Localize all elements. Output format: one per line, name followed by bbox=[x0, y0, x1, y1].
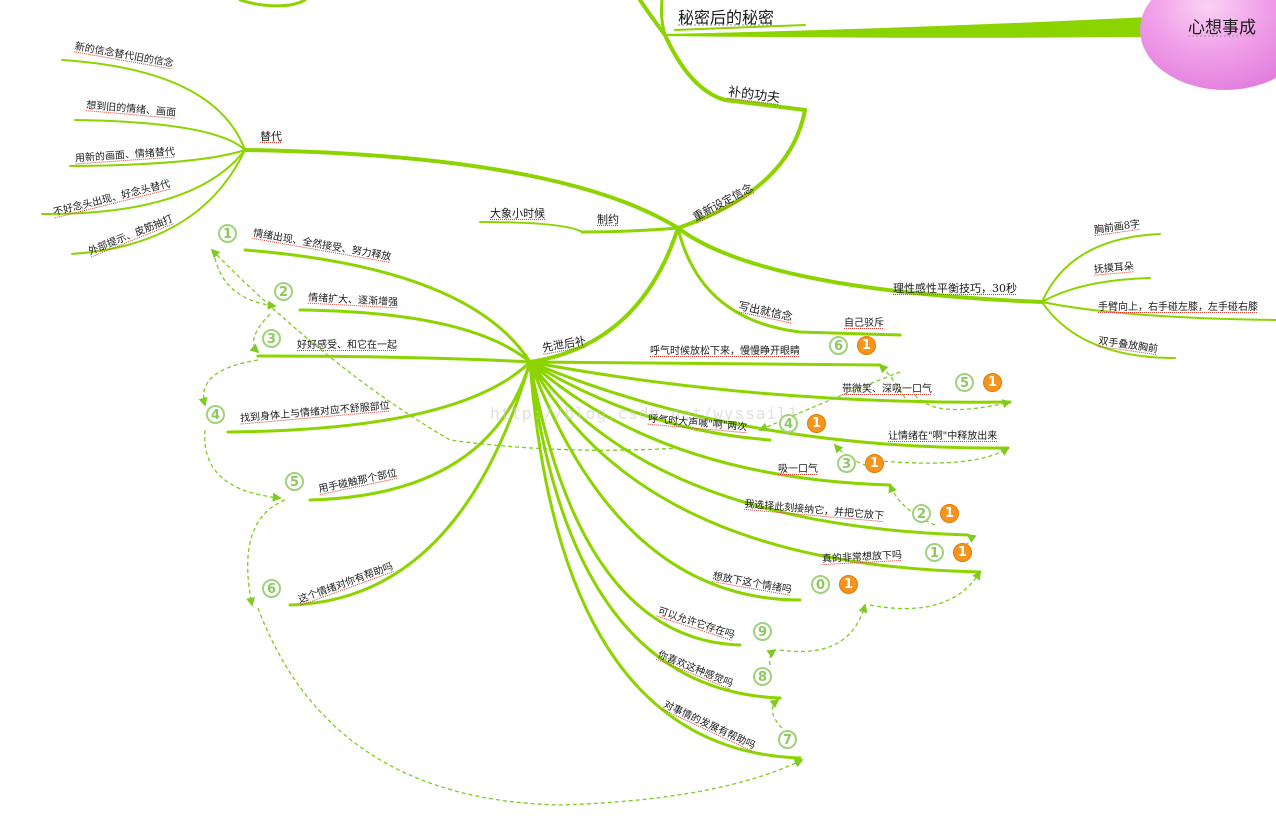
branch-zhiyue bbox=[580, 226, 680, 234]
rel-8-9 bbox=[766, 648, 777, 666]
left-step-5 bbox=[308, 360, 532, 502]
task-badge-r1: 1 bbox=[953, 543, 972, 562]
left-step-1 bbox=[243, 248, 532, 364]
branch-bu bbox=[663, 33, 807, 112]
watermark: http://blog.csdn.net/wyssail1 bbox=[490, 404, 799, 423]
priority-badge-r9: 9 bbox=[753, 622, 772, 641]
right-step-2 bbox=[528, 360, 1012, 404]
right-step-label-4[interactable]: 让情绪在"啊"中释放出来 bbox=[888, 431, 998, 442]
branch-label-zijixiachi[interactable]: 自己驳斥 bbox=[844, 318, 884, 329]
tidai-4 bbox=[41, 149, 246, 216]
lixing-item-3[interactable]: 手臂向上，右手碰左膝，左手碰右膝 bbox=[1098, 302, 1258, 313]
rel-4-5 bbox=[204, 429, 282, 502]
rel-7-8 bbox=[769, 698, 783, 729]
rel-5-6 bbox=[246, 499, 286, 607]
task-badge-r2: 1 bbox=[940, 504, 959, 523]
branch-chongxin bbox=[676, 108, 807, 230]
left-step-3 bbox=[256, 354, 532, 364]
rel-2-3r bbox=[888, 483, 936, 526]
rel-3-4 bbox=[198, 359, 259, 407]
rel-6-7 bbox=[257, 607, 804, 806]
lixing-4 bbox=[1041, 301, 1176, 359]
task-badge-r0: 1 bbox=[839, 575, 858, 594]
tidai-2 bbox=[74, 119, 246, 151]
priority-badge-1: 1 bbox=[218, 224, 237, 243]
priority-badge-r4: 4 bbox=[779, 414, 798, 433]
central-topic-label: 心想事成 bbox=[1188, 18, 1256, 38]
priority-badge-r1: 1 bbox=[925, 543, 944, 562]
left-step-label-3[interactable]: 好好感受、和它在一起 bbox=[297, 340, 397, 351]
priority-badge-r7: 7 bbox=[778, 730, 797, 749]
right-step-label-2[interactable]: 带微笑、深吸一口气 bbox=[842, 384, 932, 395]
rel-back bbox=[878, 363, 906, 399]
task-badge-r6: 1 bbox=[857, 336, 876, 355]
branch-label-tidai[interactable]: 替代 bbox=[260, 130, 282, 143]
right-step-6 bbox=[528, 360, 970, 537]
rel-back-long bbox=[210, 248, 681, 451]
lixing-1 bbox=[1041, 233, 1161, 303]
right-step-11 bbox=[528, 360, 802, 760]
priority-badge-r2: 2 bbox=[912, 504, 931, 523]
right-step-8 bbox=[528, 360, 802, 602]
priority-badge-3: 3 bbox=[262, 329, 281, 348]
priority-badge-r6: 6 bbox=[829, 336, 848, 355]
right-step-9 bbox=[528, 360, 742, 647]
rel-1-2 bbox=[214, 257, 277, 310]
branch-label-zhiyue[interactable]: 制约 bbox=[597, 213, 619, 226]
branch-daxiang bbox=[479, 221, 583, 233]
left-step-4 bbox=[226, 360, 532, 434]
rel-4-5r bbox=[869, 446, 1010, 464]
branch-xiechu bbox=[676, 226, 902, 337]
branch-xiexie bbox=[528, 226, 680, 364]
right-step-label-5[interactable]: 吸一口气 bbox=[778, 464, 818, 475]
tidai-5 bbox=[71, 149, 246, 255]
priority-badge-5: 5 bbox=[285, 472, 304, 491]
left-step-6 bbox=[288, 360, 532, 607]
branch-secret-2 bbox=[659, 0, 667, 37]
task-badge-r4: 1 bbox=[807, 414, 826, 433]
task-badge-r5: 1 bbox=[983, 373, 1002, 392]
priority-badge-r5: 5 bbox=[955, 373, 974, 392]
priority-badge-r8: 8 bbox=[753, 667, 772, 686]
branch-secret bbox=[638, 0, 667, 37]
rel-5-6r bbox=[914, 394, 1012, 411]
task-badge-r3: 1 bbox=[865, 454, 884, 473]
branch-top-fragment bbox=[238, 0, 307, 8]
tidai-1 bbox=[61, 59, 246, 151]
lixing-2 bbox=[1041, 277, 1151, 303]
branch-label-secret[interactable]: 秘密后的秘密 bbox=[678, 8, 775, 27]
right-step-1 bbox=[528, 360, 882, 367]
priority-badge-4: 4 bbox=[206, 405, 225, 424]
lixing-3 bbox=[1041, 301, 1276, 321]
priority-badge-2: 2 bbox=[274, 282, 293, 301]
priority-badge-r0: 0 bbox=[811, 575, 830, 594]
tidai-3 bbox=[69, 149, 246, 167]
rel-5r-4r bbox=[758, 371, 901, 432]
branch-tidai bbox=[243, 148, 680, 230]
priority-badge-6: 6 bbox=[262, 579, 281, 598]
rel-9-0 bbox=[779, 603, 868, 653]
branch-secret-underline bbox=[674, 24, 806, 31]
right-step-label-1[interactable]: 呼气时候放松下来，慢慢睁开眼睛 bbox=[650, 346, 800, 357]
right-step-4 bbox=[528, 360, 1010, 450]
branch-label-lixing[interactable]: 理性感性平衡技巧，30秒 bbox=[893, 282, 1017, 295]
priority-badge-r3: 3 bbox=[837, 454, 856, 473]
right-step-10 bbox=[528, 360, 782, 700]
rel-0-1 bbox=[869, 570, 981, 610]
right-step-5 bbox=[528, 360, 892, 487]
left-step-2 bbox=[298, 308, 532, 364]
branch-label-daxiang[interactable]: 大象小时候 bbox=[490, 207, 545, 220]
branch-lixing bbox=[676, 226, 1044, 304]
right-step-7 bbox=[528, 360, 982, 574]
right-step-3 bbox=[528, 360, 772, 442]
